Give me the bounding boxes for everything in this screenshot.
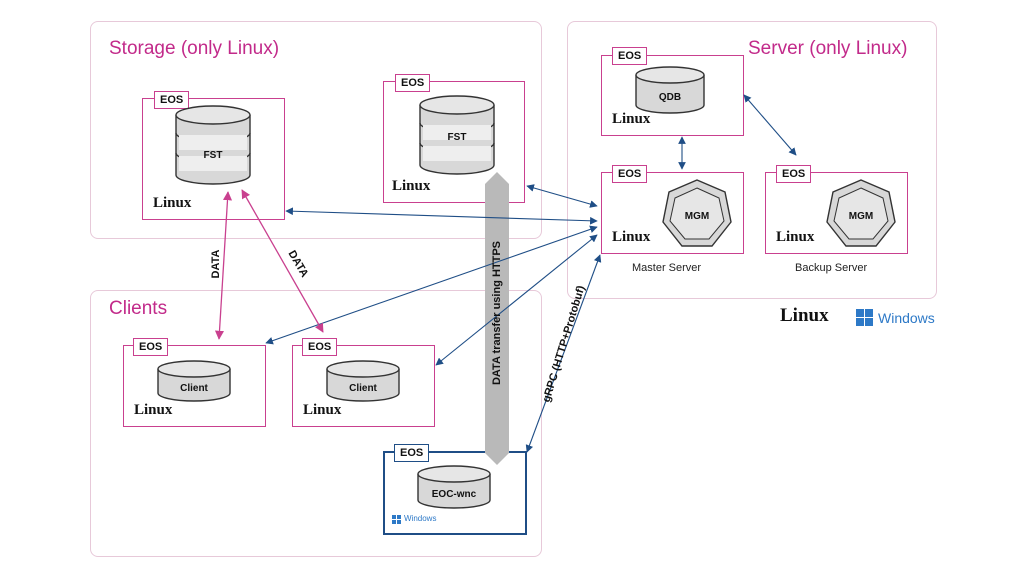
linux-logo: Linux bbox=[392, 178, 431, 194]
windows-os-label: Windows bbox=[878, 310, 935, 326]
fst-mid-label: FST bbox=[448, 132, 467, 143]
data-label-left: DATA bbox=[210, 249, 222, 279]
eos-tag: EOS bbox=[612, 47, 648, 65]
mgm-master-label: MGM bbox=[685, 211, 709, 222]
https-label: DATA transfer using HTTPS bbox=[491, 240, 503, 386]
linux-logo: Linux bbox=[134, 402, 173, 418]
database-stack-icon: FST bbox=[175, 105, 251, 185]
linux-logo: Linux bbox=[303, 402, 342, 418]
backup-server-caption: Backup Server bbox=[795, 262, 868, 274]
eoc-client-icon: EOC-wnc bbox=[417, 465, 491, 509]
client-icon: Client bbox=[157, 360, 231, 402]
fst-left-label: FST bbox=[204, 150, 223, 161]
windows-small-icon bbox=[392, 515, 401, 524]
eoc-label: EOC-wnc bbox=[432, 489, 477, 500]
mgm-backup-label: MGM bbox=[849, 211, 873, 222]
linux-os-logo: Linux bbox=[780, 305, 829, 326]
linux-logo: Linux bbox=[612, 111, 651, 127]
database-stack-icon: FST bbox=[419, 95, 495, 175]
client-left-label: Client bbox=[180, 383, 208, 394]
linux-logo: Linux bbox=[776, 229, 815, 245]
storage-title: Storage (only Linux) bbox=[109, 38, 280, 59]
mgm-heptagon-icon: MGM bbox=[662, 179, 732, 247]
master-server-caption: Master Server bbox=[632, 262, 702, 274]
mgm-heptagon-icon: MGM bbox=[826, 179, 896, 247]
client-mid-label: Client bbox=[349, 383, 377, 394]
client-icon: Client bbox=[326, 360, 400, 402]
eos-tag: EOS bbox=[154, 91, 190, 109]
windows-small-label: Windows bbox=[404, 514, 437, 523]
clients-title: Clients bbox=[109, 298, 168, 319]
eos-tag: EOS bbox=[133, 338, 169, 356]
eos-tag: EOS bbox=[394, 444, 430, 462]
server-title: Server (only Linux) bbox=[748, 38, 908, 59]
linux-logo: Linux bbox=[153, 195, 192, 211]
eos-tag: EOS bbox=[776, 165, 812, 183]
database-icon: QDB bbox=[635, 66, 705, 114]
eos-tag: EOS bbox=[395, 74, 431, 92]
data-arrows bbox=[214, 189, 324, 340]
eos-tag: EOS bbox=[612, 165, 648, 183]
windows-logo-icon bbox=[856, 309, 873, 326]
qdb-label: QDB bbox=[659, 92, 681, 103]
linux-logo: Linux bbox=[612, 229, 651, 245]
